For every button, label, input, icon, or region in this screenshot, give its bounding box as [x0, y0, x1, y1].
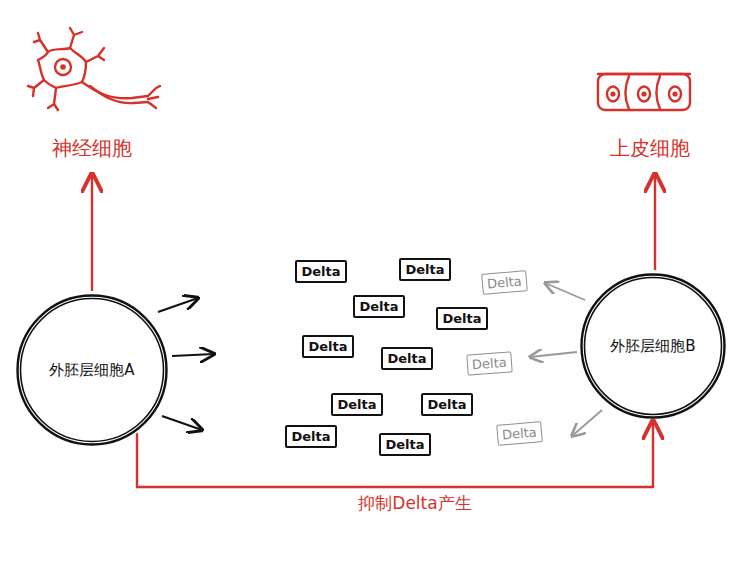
delta-box: Delta [496, 421, 542, 446]
delta-box: Delta [399, 258, 450, 281]
release-arrow [162, 416, 202, 430]
delta-box: Delta [295, 260, 346, 283]
delta-label: Delta [442, 310, 481, 327]
cell-type-label: 上皮细胞 [610, 135, 690, 162]
delta-box: Delta [285, 425, 336, 448]
delta-label: Delta [308, 338, 347, 355]
release-arrow [158, 298, 198, 312]
delta-box: Delta [436, 307, 487, 330]
fate-arrow [654, 174, 656, 270]
delta-label: Delta [359, 298, 398, 315]
cell-membrane [585, 278, 722, 415]
neuron-figure [28, 28, 160, 110]
delta-label: Delta [385, 436, 424, 453]
delta-box: Delta [421, 393, 472, 416]
delta-label: Delta [405, 261, 444, 278]
epithelium-figure [598, 74, 690, 110]
delta-box: Delta [381, 347, 432, 370]
inhibition-connector [137, 421, 653, 487]
delta-box: Delta [481, 270, 527, 295]
release-arrow [172, 354, 214, 356]
delta-label: Delta [387, 350, 426, 367]
cell-circle: 外胚层细胞A [16, 294, 168, 446]
delta-label: Delta [291, 428, 330, 445]
delta-label: Delta [486, 272, 522, 292]
release-arrow [545, 283, 585, 300]
cell-membrane [18, 296, 167, 445]
delta-label: Delta [301, 263, 340, 280]
cell-membrane [21, 299, 164, 442]
delta-label: Delta [337, 396, 376, 413]
connector-label: 抑制Delta产生 [355, 492, 474, 515]
delta-label: Delta [471, 353, 507, 372]
delta-box: Delta [331, 393, 382, 416]
cell-name: 外胚层细胞A [49, 361, 134, 380]
delta-box: Delta [302, 335, 353, 358]
cell-circle: 外胚层细胞B [580, 273, 726, 419]
cell-membrane [582, 275, 725, 418]
fate-arrow [91, 174, 93, 291]
delta-box: Delta [466, 351, 512, 375]
cell-name: 外胚层细胞B [610, 337, 695, 356]
delta-label: Delta [427, 396, 466, 413]
delta-label: Delta [501, 423, 537, 443]
delta-box: Delta [353, 295, 404, 318]
cell-type-label: 神经细胞 [52, 135, 132, 162]
release-arrow [530, 352, 577, 357]
release-arrow [572, 410, 602, 436]
delta-box: Delta [379, 433, 430, 456]
